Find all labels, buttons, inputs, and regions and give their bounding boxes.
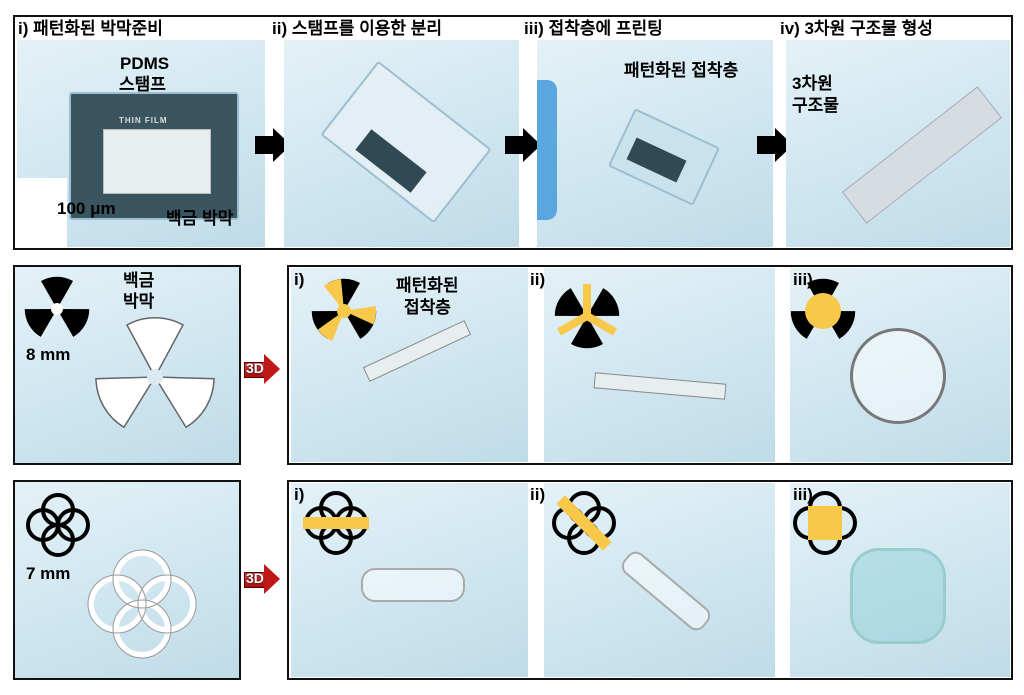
- step-4-title: iv) 3차원 구조물 형성: [780, 19, 933, 38]
- patterned-adhesive-label: 패턴화된 접착층: [624, 61, 739, 80]
- trefoil-3d-photo-3: [790, 268, 1010, 462]
- 3d-structure: [850, 548, 946, 644]
- circles-adhesive-pattern-icon: [549, 488, 619, 558]
- trefoil-pattern-icon: [23, 275, 91, 343]
- 3d-arrow-label: 3D: [246, 570, 264, 586]
- sub-label-iii: iii): [793, 270, 813, 289]
- photo-patterned-film: THIN FILM: [17, 40, 265, 247]
- 3d-arrow-label: 3D: [246, 360, 264, 376]
- circles-3d-photo-1: [291, 483, 528, 677]
- platinum-label-1: 백금: [123, 271, 155, 290]
- platinum-film: [103, 129, 211, 194]
- trefoil-film-panel: [13, 265, 241, 465]
- platinum-film-label: 백금 박막: [166, 209, 234, 228]
- sub-label-iii: iii): [793, 485, 813, 504]
- scale-100um: 100 μm: [57, 199, 116, 218]
- step-3-title: iii) 접착층에 프린팅: [524, 19, 663, 38]
- step-1-title: i) 패턴화된 박막준비: [18, 19, 163, 38]
- trefoil-3d-photo-2: [544, 268, 775, 462]
- scale-inset: [17, 178, 67, 247]
- adhesive-note-1: 패턴화된: [396, 276, 459, 295]
- 3d-arrow: 3D: [244, 564, 282, 594]
- trefoil-adhesive-pattern-icon: [311, 278, 377, 344]
- adhesive-note-2: 접착층: [404, 298, 451, 317]
- platinum-label-2: 박막: [123, 292, 155, 311]
- sub-label-i: i): [294, 485, 305, 504]
- photo-stamp-separation: [284, 40, 519, 247]
- 3d-structure: [362, 320, 472, 382]
- circles-adhesive-pattern-icon: [790, 488, 860, 558]
- substrate: [841, 86, 1003, 224]
- photo-3d-structure: [786, 40, 1010, 247]
- photo-adhesive-printing: [537, 40, 773, 247]
- thin-film-engraving: THIN FILM: [119, 116, 168, 125]
- sub-label-ii: ii): [530, 270, 546, 289]
- scale-7mm: 7 mm: [26, 564, 71, 583]
- 3d-structure: [361, 568, 465, 602]
- 3d-structure: [593, 372, 727, 400]
- stamp-block: [320, 60, 492, 224]
- circles-adhesive-pattern-icon: [301, 488, 371, 558]
- circles-film-panel: [13, 480, 241, 680]
- gloved-finger: [537, 80, 557, 220]
- trefoil-platinum-film: [95, 312, 215, 442]
- pdms-label-2: 스탬프: [119, 75, 166, 94]
- trefoil-adhesive-pattern-icon: [790, 278, 856, 344]
- scale-8mm: 8 mm: [26, 345, 71, 364]
- circles-3d-photo-2: [544, 483, 775, 677]
- sub-label-i: i): [294, 270, 305, 289]
- four-circles-platinum-film: [85, 547, 200, 662]
- trefoil-adhesive-pattern-icon: [554, 283, 620, 349]
- step-2-title: ii) 스탬프를 이용한 분리: [272, 19, 443, 38]
- sub-label-ii: ii): [530, 485, 546, 504]
- structure-label-1: 3차원: [792, 74, 833, 93]
- circles-3d-photo-3: [790, 483, 1010, 677]
- four-circles-pattern-icon: [23, 490, 93, 560]
- structure-label-2: 구조물: [792, 96, 839, 115]
- 3d-arrow: 3D: [244, 354, 282, 384]
- 3d-structure: [850, 328, 946, 424]
- pdms-label-1: PDMS: [120, 54, 170, 73]
- 3d-structure: [617, 547, 715, 635]
- trefoil-3d-photo-1: [291, 268, 528, 462]
